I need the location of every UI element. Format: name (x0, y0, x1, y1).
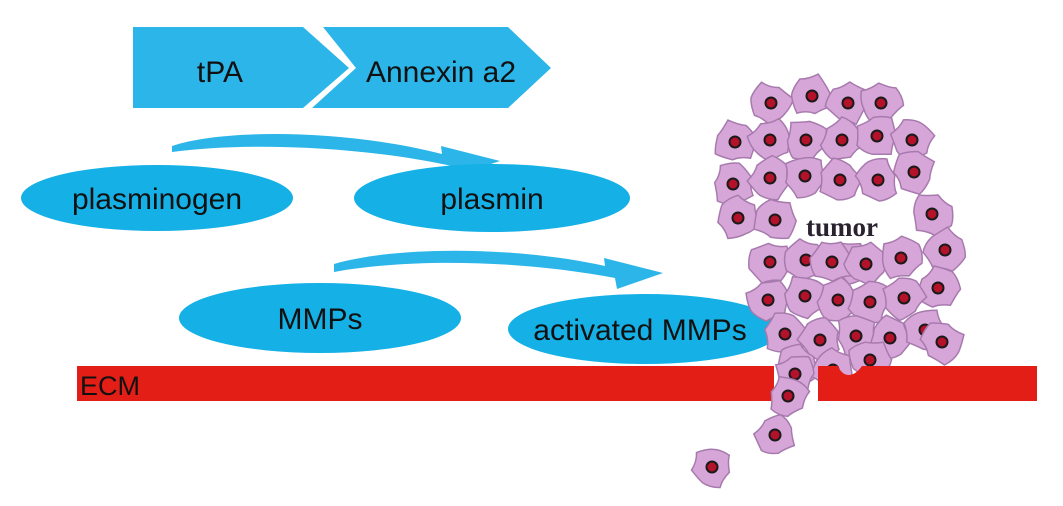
ecm-label: ECM (80, 371, 140, 401)
tumor-cell-nucleus (859, 257, 873, 271)
tumor-cell (784, 156, 828, 199)
ecm-bar-left (77, 366, 774, 401)
tumor-cell (819, 157, 864, 201)
tumor-cell-nucleus (705, 460, 719, 474)
curved-arrow-icon (172, 134, 500, 176)
tumor-cell-nucleus (863, 353, 877, 367)
chevron-group: tPA Annexin a2 (133, 27, 551, 108)
tumor-cell (889, 119, 936, 164)
tumor-cell-nucleus (871, 173, 885, 187)
tumor-cell (750, 81, 795, 127)
tumor-cell (752, 413, 796, 455)
tumor-cell-nucleus (781, 389, 795, 403)
tumor-cell-nucleus (825, 255, 839, 269)
tumor-cell (915, 265, 962, 308)
tumor-cell (746, 154, 790, 201)
tumor-cell (770, 375, 811, 418)
tumor-cell (764, 312, 807, 353)
invading-cells (690, 355, 815, 489)
tumor-cell (790, 73, 833, 115)
tumor-cell (714, 119, 758, 161)
tumor-cell (717, 194, 762, 240)
tumor-cell (784, 275, 828, 320)
curved-arrow-icon (334, 250, 663, 289)
tumor-cell-nucleus (813, 333, 827, 347)
tumor-cell-nucleus (731, 211, 745, 225)
tumor-cell-cluster-icon (713, 73, 967, 392)
node-plasmin-shape (354, 164, 630, 232)
tumor-cell (713, 162, 754, 205)
tumor-cell (882, 277, 928, 322)
tumor-cell-nucleus (788, 367, 802, 381)
tumor-cell (824, 81, 869, 126)
tumor-cell (690, 448, 731, 489)
tumor-cell-nucleus (849, 329, 863, 343)
tumor-cell-nucleus (907, 165, 921, 179)
tumor-cell-nucleus (798, 169, 812, 183)
tumor-cell (856, 115, 898, 156)
tumor-cell (913, 193, 954, 237)
tumor-cell-nucleus (841, 96, 855, 110)
node-plasminogen-shape (21, 165, 293, 231)
tumor-cell-nucleus (897, 291, 911, 305)
tumor-cell-nucleus (870, 129, 884, 143)
tumor-cell (892, 150, 936, 195)
node-plasminogen-label: plasminogen (72, 183, 242, 216)
tumor-cell-nucleus (931, 281, 945, 295)
node-mmps-label: MMPs (278, 303, 363, 336)
node-plasmin-label: plasmin (440, 183, 543, 216)
tumor-cell-nucleus (726, 177, 740, 191)
node-activated-mmps: activated MMPs (508, 294, 782, 364)
tumor-cell-nucleus (935, 335, 949, 349)
tumor-cell-nucleus (763, 255, 777, 269)
tumor-cell-nucleus (833, 173, 847, 187)
tumor-cell-nucleus (798, 289, 812, 303)
tumor-cell (746, 117, 790, 164)
chevron-label-tpa: tPA (197, 56, 243, 89)
tumor-cell-nucleus (768, 428, 782, 442)
tumor-cell-nucleus (728, 135, 742, 149)
tumor-cell (854, 157, 898, 202)
node-plasmin: plasmin (354, 164, 630, 232)
tumor-cell-nucleus (805, 89, 819, 103)
tumor-cell-nucleus (778, 327, 792, 341)
tumor-cell-nucleus (905, 133, 919, 147)
tumor-cell-nucleus (763, 133, 777, 147)
node-mmps: MMPs (179, 283, 461, 353)
chevron-label-annexin: Annexin a2 (366, 56, 516, 89)
tumor-cell-nucleus (894, 251, 908, 265)
node-mmps-shape (179, 283, 461, 353)
tumor-label: tumor (806, 212, 878, 242)
tumor-cell-nucleus (764, 96, 778, 110)
tumor-cell-nucleus (761, 293, 775, 307)
tumor-cell (786, 120, 828, 162)
tumor-cell-nucleus (863, 295, 877, 309)
tumor-cell-nucleus (835, 133, 849, 147)
tumor-cell-nucleus (831, 293, 845, 307)
tumor-cell-nucleus (883, 331, 897, 345)
tumor-cell (919, 322, 965, 366)
node-activated-mmps-label: activated MMPs (533, 314, 746, 347)
tumor-cell (881, 235, 923, 280)
tumor-cell-nucleus (874, 96, 888, 110)
node-plasminogen: plasminogen (21, 165, 293, 231)
node-activated-mmps-shape (508, 294, 782, 364)
ecm-bar: ECM (77, 366, 1037, 401)
tumor-cell-nucleus (938, 243, 952, 257)
tumor-cell (748, 242, 791, 284)
tumor-cell (745, 279, 791, 322)
ecm-bar-right (818, 366, 1037, 401)
chevron-tpa (133, 27, 349, 108)
tumor-cell (922, 226, 967, 273)
tumor-cell-nucleus (768, 213, 782, 227)
tumor-cell-nucleus (925, 207, 939, 221)
chevron-annexin (312, 27, 551, 108)
conversion-arrows (172, 134, 663, 289)
tumor-cell-nucleus (799, 133, 813, 147)
tumor-cell-nucleus (763, 171, 777, 185)
tumor-cell (753, 198, 798, 240)
